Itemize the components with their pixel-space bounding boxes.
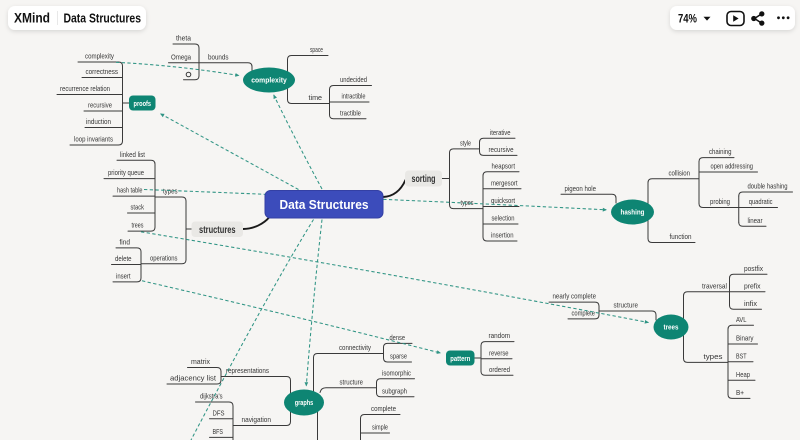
svg-text:structures: structures xyxy=(199,225,236,236)
svg-text:delete: delete xyxy=(115,254,132,263)
svg-text:types: types xyxy=(704,352,723,361)
svg-text:Heap: Heap xyxy=(736,370,750,379)
svg-text:infix: infix xyxy=(744,299,757,308)
svg-text:complexity: complexity xyxy=(251,76,287,85)
svg-text:loop invariants: loop invariants xyxy=(74,135,113,144)
svg-text:isomorphic: isomorphic xyxy=(382,368,411,377)
svg-text:representations: representations xyxy=(226,366,269,375)
svg-text:postfix: postfix xyxy=(744,264,763,273)
svg-text:B+: B+ xyxy=(736,388,744,397)
svg-text:proofs: proofs xyxy=(134,99,152,108)
svg-text:Data Structures: Data Structures xyxy=(280,197,369,212)
svg-text:selection: selection xyxy=(492,214,515,223)
svg-text:ordered: ordered xyxy=(489,365,510,374)
svg-text:function: function xyxy=(670,232,692,241)
svg-text:quadratic: quadratic xyxy=(749,197,773,206)
svg-text:reverse: reverse xyxy=(489,348,509,357)
svg-text:AVL: AVL xyxy=(736,315,747,324)
svg-text:dijkstra's: dijkstra's xyxy=(200,392,223,401)
svg-text:chaining: chaining xyxy=(709,147,732,156)
svg-text:operations: operations xyxy=(150,253,178,262)
svg-text:Data Structures: Data Structures xyxy=(64,11,142,25)
svg-text:connectivity: connectivity xyxy=(339,343,371,352)
svg-text:bounds: bounds xyxy=(208,52,229,61)
svg-text:Binary: Binary xyxy=(736,334,754,343)
svg-text:intractible: intractible xyxy=(342,92,366,101)
svg-text:matrix: matrix xyxy=(191,357,210,366)
svg-text:pigeon hole: pigeon hole xyxy=(565,184,597,193)
svg-text:structure: structure xyxy=(340,377,364,386)
svg-text:heapsort: heapsort xyxy=(492,161,516,170)
svg-text:types: types xyxy=(163,187,178,196)
svg-text:hash table: hash table xyxy=(117,186,143,195)
svg-text:complexity: complexity xyxy=(85,52,114,61)
svg-text:simple: simple xyxy=(372,423,388,432)
svg-text:74%: 74% xyxy=(678,13,697,25)
svg-text:DFS: DFS xyxy=(213,408,225,417)
svg-text:linear: linear xyxy=(748,216,763,225)
svg-text:double hashing: double hashing xyxy=(748,182,788,191)
svg-text:graphs: graphs xyxy=(295,398,314,407)
svg-text:recursive: recursive xyxy=(489,145,514,154)
svg-text:open addressing: open addressing xyxy=(711,162,754,171)
svg-text:prefix: prefix xyxy=(744,281,761,290)
svg-text:Omega: Omega xyxy=(171,52,192,61)
svg-text:find: find xyxy=(120,238,131,247)
svg-text:structure: structure xyxy=(614,301,639,310)
svg-text:dense: dense xyxy=(390,333,406,342)
svg-text:theta: theta xyxy=(176,34,192,43)
svg-text:tractible: tractible xyxy=(340,108,361,117)
svg-text:undecided: undecided xyxy=(340,75,367,84)
svg-text:linked list: linked list xyxy=(120,150,145,159)
svg-text:mergesort: mergesort xyxy=(491,178,518,187)
svg-text:probing: probing xyxy=(710,197,730,206)
svg-text:style: style xyxy=(460,139,471,148)
svg-text:quicksort: quicksort xyxy=(491,196,515,205)
svg-text:priority queue: priority queue xyxy=(108,168,144,177)
svg-text:traversal: traversal xyxy=(702,281,727,290)
svg-text:time: time xyxy=(309,93,323,102)
svg-text:trees: trees xyxy=(132,221,144,230)
svg-text:types: types xyxy=(461,198,474,207)
svg-text:trees: trees xyxy=(664,323,679,332)
svg-text:BFS: BFS xyxy=(213,427,224,436)
svg-text:insert: insert xyxy=(116,272,131,281)
svg-text:XMind: XMind xyxy=(14,11,50,26)
svg-text:pattern: pattern xyxy=(450,354,470,363)
svg-text:sparse: sparse xyxy=(390,352,407,361)
svg-text:nearly complete: nearly complete xyxy=(553,292,597,301)
svg-text:subgraph: subgraph xyxy=(382,386,407,395)
svg-text:complete: complete xyxy=(572,309,596,318)
svg-text:random: random xyxy=(489,331,511,340)
svg-text:correctness: correctness xyxy=(86,67,119,76)
svg-text:iterative: iterative xyxy=(490,128,511,137)
svg-text:collision: collision xyxy=(669,168,691,177)
svg-text:complete: complete xyxy=(371,404,396,413)
svg-text:sorting: sorting xyxy=(412,174,436,185)
svg-text:space: space xyxy=(310,45,323,54)
svg-text:insertion: insertion xyxy=(491,231,514,240)
svg-text:stack: stack xyxy=(131,203,145,212)
svg-text:navigation: navigation xyxy=(242,415,272,424)
svg-text:hashing: hashing xyxy=(621,208,645,217)
svg-text:recurrence relation: recurrence relation xyxy=(60,84,110,93)
svg-text:BST: BST xyxy=(736,351,747,360)
svg-text:recursive: recursive xyxy=(88,101,112,110)
svg-text:adjacency list: adjacency list xyxy=(170,374,216,383)
svg-text:induction: induction xyxy=(86,117,111,126)
